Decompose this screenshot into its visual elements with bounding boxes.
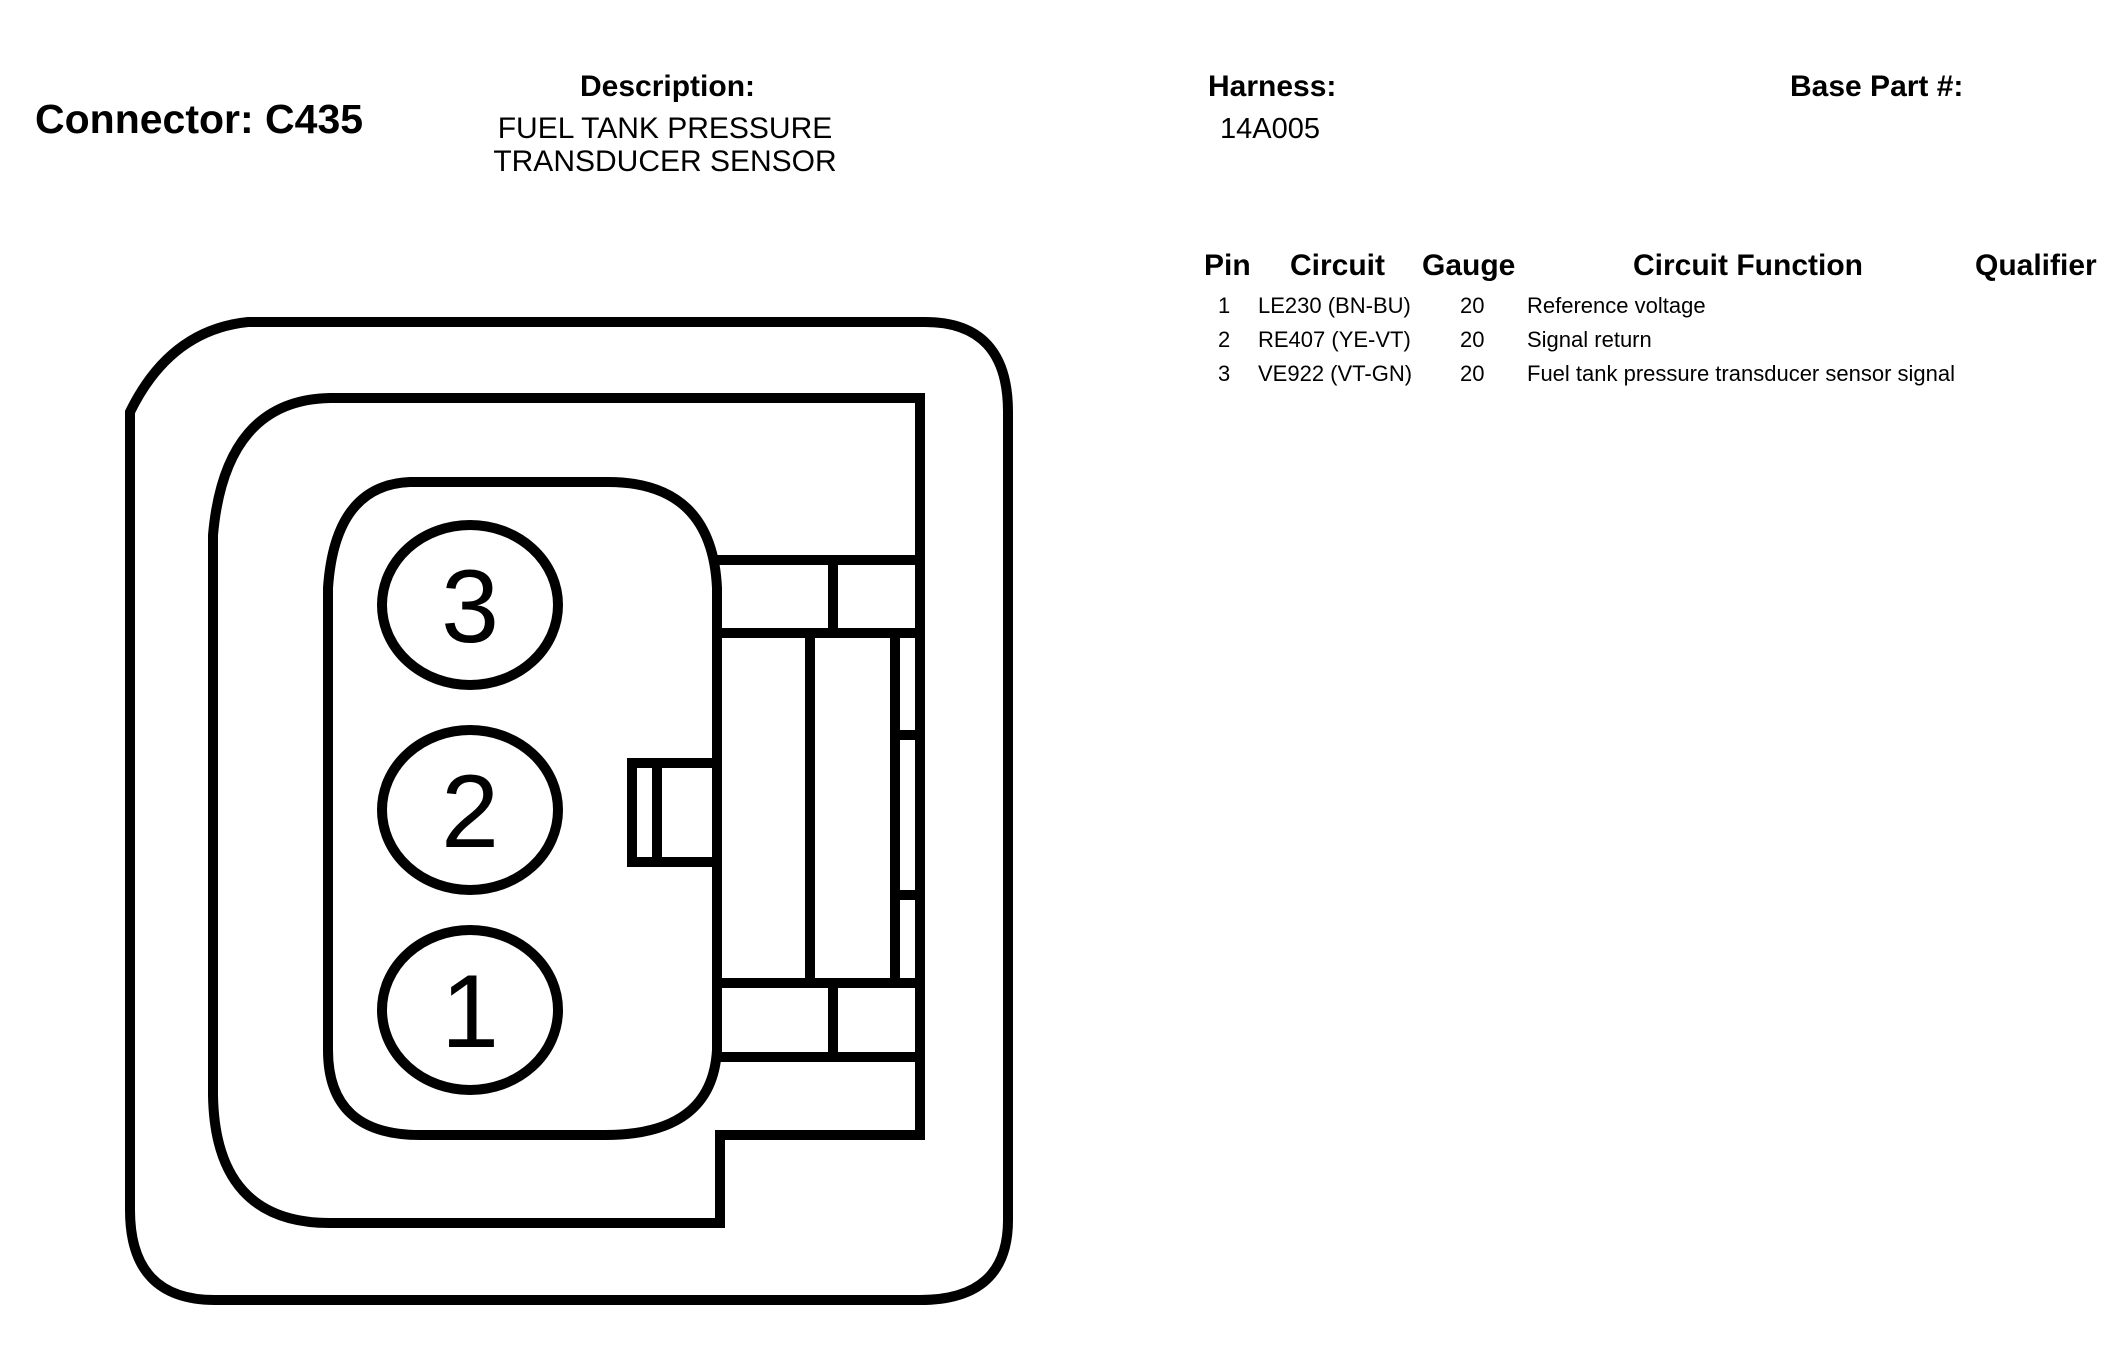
header-gauge: Gauge	[1422, 249, 1516, 282]
row-circuit: RE407 (YE-VT)	[1258, 327, 1411, 352]
harness-label: Harness:	[1208, 70, 1337, 103]
header-circuit-function: Circuit Function	[1633, 249, 1863, 282]
header-qualifier: Qualifier	[1975, 249, 2097, 282]
row-circuit: LE230 (BN-BU)	[1258, 293, 1411, 318]
row-function: Fuel tank pressure transducer sensor sig…	[1527, 361, 1955, 386]
harness-value: 14A005	[1220, 113, 1320, 145]
pin-label: 3	[441, 549, 499, 665]
row-pin: 1	[1218, 293, 1231, 318]
outer-housing	[125, 317, 1013, 1305]
pin-carrier	[323, 477, 722, 1140]
description-label: Description:	[580, 70, 756, 103]
row-function: Signal return	[1527, 327, 1652, 352]
header-circuit: Circuit	[1290, 249, 1386, 282]
row-circuit: VE922 (VT-GN)	[1258, 361, 1413, 386]
pin-label: 1	[441, 954, 499, 1070]
pin-2-circle	[377, 725, 563, 895]
connector-title: Connector: C435	[35, 96, 364, 142]
base-part-label: Base Part #:	[1790, 70, 1964, 103]
pin-3-circle	[377, 520, 563, 690]
pin-label: 2	[441, 754, 499, 870]
row-pin: 3	[1218, 361, 1231, 386]
row-gauge: 20	[1460, 361, 1485, 386]
header-pin: Pin	[1204, 249, 1251, 282]
description-value: FUEL TANK PRESSURE TRANSDUCER SENSOR	[493, 112, 837, 178]
row-pin: 2	[1218, 327, 1231, 352]
pin-1-circle	[377, 925, 563, 1095]
row-gauge: 20	[1460, 327, 1485, 352]
latch-tab	[627, 758, 717, 867]
inner-housing	[208, 393, 925, 1228]
row-gauge: 20	[1460, 293, 1485, 318]
row-function: Reference voltage	[1527, 293, 1706, 318]
